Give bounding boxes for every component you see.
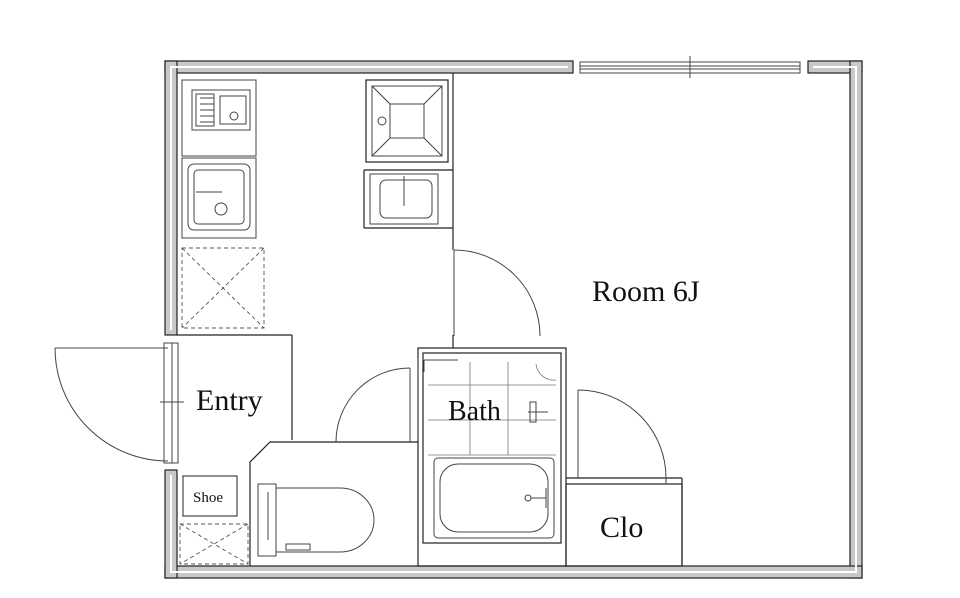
- closet-label: Clo: [600, 511, 643, 544]
- entry-label: Entry: [196, 384, 263, 417]
- toilet: [257, 483, 375, 557]
- room-label: Room 6J: [592, 275, 700, 308]
- shoe-label: Shoe: [193, 490, 223, 506]
- room-door[interactable]: [453, 249, 541, 337]
- window: [579, 56, 801, 78]
- shoe-storage-area: [179, 523, 249, 565]
- bath-door[interactable]: [417, 358, 458, 440]
- washing-machine: [371, 85, 443, 157]
- washbasin: [369, 173, 439, 225]
- toilet-door[interactable]: [335, 367, 411, 443]
- bath-tiles: [428, 362, 557, 456]
- closet-door[interactable]: [577, 389, 667, 484]
- stove: [181, 79, 257, 157]
- exterior-walls: [164, 60, 863, 579]
- interior-walls: [177, 73, 683, 567]
- shoe-cabinet: [182, 475, 238, 517]
- bath-label: Bath: [448, 396, 501, 427]
- fridge-space: [181, 247, 265, 329]
- bath-faucet: [528, 401, 548, 423]
- bathtub: [433, 457, 555, 539]
- kitchen-sink: [181, 157, 257, 239]
- entry-door[interactable]: [54, 342, 184, 464]
